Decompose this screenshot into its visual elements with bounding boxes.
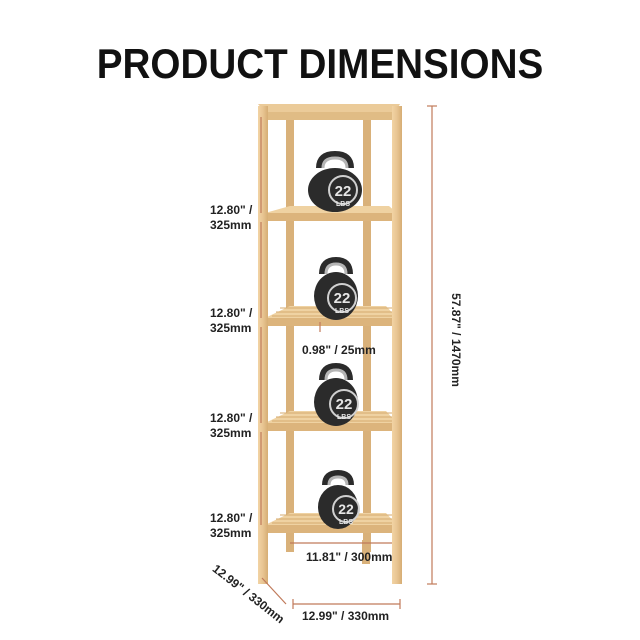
width-label: 12.99" / 330mm	[302, 609, 390, 623]
kettlebell-4	[318, 469, 360, 529]
kb4-weight: 22	[338, 501, 354, 517]
front-left-post	[258, 106, 268, 584]
kb3-unit: LBS	[337, 414, 351, 421]
shelf-gap-label-2: 12.80" / 325mm	[210, 306, 253, 335]
shelf-gap-label-1: 12.80" / 325mm	[210, 203, 253, 232]
height-label: 57.87" / 1470mm	[449, 293, 463, 387]
kettlebell-1	[308, 150, 362, 212]
kb1-weight: 22	[335, 183, 352, 200]
back-left-post	[286, 112, 294, 552]
kb2-weight: 22	[334, 290, 351, 307]
kettlebell-3	[314, 362, 359, 426]
back-right-post	[363, 112, 371, 552]
inner-width-label: 11.81" / 300mm	[306, 550, 393, 564]
dimension-lines	[260, 105, 437, 609]
shelf-gap-label-4: 12.80" / 325mm	[210, 511, 253, 540]
kb1-unit: LBS	[336, 201, 350, 208]
kettlebell-2	[314, 256, 358, 320]
kb3-weight: 22	[336, 396, 353, 413]
shelf-thickness-label: 0.98" / 25mm	[302, 343, 376, 357]
depth-label: 12.99" / 330mm	[210, 562, 287, 627]
front-right-post	[392, 106, 402, 584]
kb2-unit: LBS	[335, 308, 349, 315]
kb4-unit: LBS	[339, 519, 353, 526]
page-title: PRODUCT DIMENSIONS	[96, 40, 544, 87]
shelf-gap-label-3: 12.80" / 325mm	[210, 411, 253, 440]
